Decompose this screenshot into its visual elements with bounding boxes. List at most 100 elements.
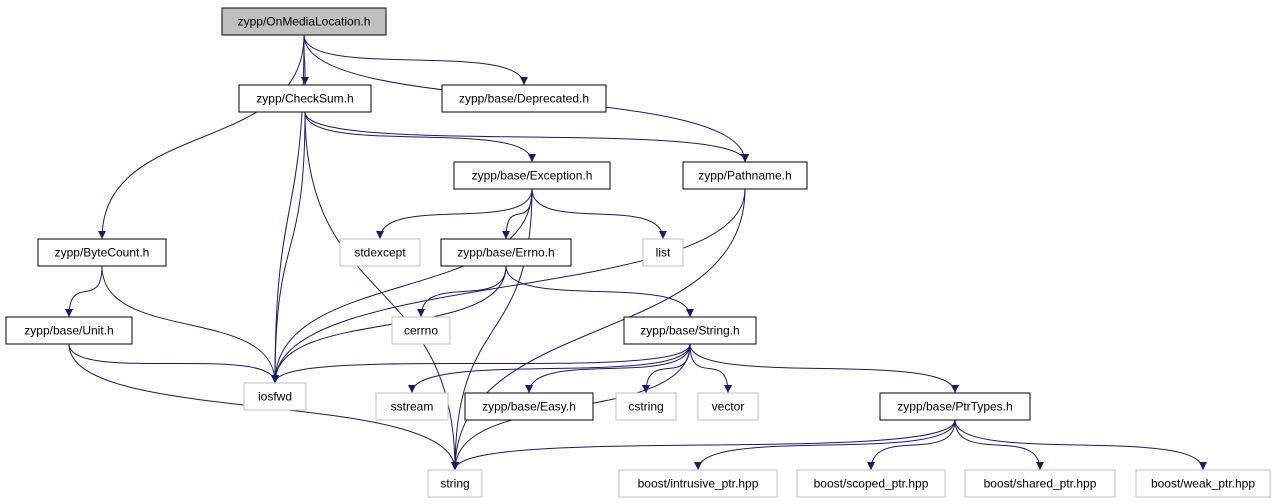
node-box xyxy=(618,469,778,498)
edge-zypp-base-string-h-to-zypp-base-ptrtypes-h xyxy=(689,343,959,394)
edge-zypp-base-errno-h-to-cerrno xyxy=(417,265,507,318)
node-stdexcept: stdexcept xyxy=(339,238,421,267)
node-zypp-base-ptrtypes-h[interactable]: zypp/base/PtrTypes.h xyxy=(879,392,1031,421)
node-box xyxy=(964,469,1116,498)
edge-zypp-base-unit-h-to-iosfwd xyxy=(68,343,279,384)
node-cstring: cstring xyxy=(615,392,677,421)
node-list: list xyxy=(642,238,684,267)
edge-zypp-base-ptrtypes-h-to-boost-intrusive-ptr-hpp xyxy=(694,419,956,471)
edge-zypp-checksum-h-to-zypp-pathname-h xyxy=(304,111,749,163)
node-zypp-base-exception-h[interactable]: zypp/base/Exception.h xyxy=(453,161,611,190)
node-zypp-pathname-h[interactable]: zypp/Pathname.h xyxy=(682,161,808,190)
node-label: zypp/base/Unit.h xyxy=(24,324,113,338)
node-label: zypp/base/Easy.h xyxy=(482,400,576,414)
edge-zypp-base-exception-h-to-list xyxy=(531,188,667,240)
node-label: stdexcept xyxy=(354,246,406,260)
node-label: boost/shared_ptr.hpp xyxy=(984,477,1097,491)
node-zypp-bytecount-h[interactable]: zypp/ByteCount.h xyxy=(37,238,167,267)
node-label: zypp/Pathname.h xyxy=(698,169,791,183)
edge-zypp-bytecount-h-to-iosfwd xyxy=(101,265,279,384)
node-cerrno: cerrno xyxy=(391,316,451,345)
node-label: zypp/base/PtrTypes.h xyxy=(897,400,1012,414)
edge-zypp-checksum-h-to-iosfwd xyxy=(271,111,306,384)
node-label: iosfwd xyxy=(258,390,292,404)
edge-zypp-base-string-h-to-sstream xyxy=(408,343,691,394)
node-label: zypp/base/Deprecated.h xyxy=(459,92,589,106)
node-label: boost/intrusive_ptr.hpp xyxy=(638,477,759,491)
edge-zypp-onmedialocation-h-to-zypp-base-deprecated-h xyxy=(303,34,528,86)
edge-zypp-base-string-h-to-vector xyxy=(689,343,732,394)
edge-zypp-base-string-h-to-cstring xyxy=(642,343,691,394)
node-box xyxy=(5,316,133,345)
node-zypp-base-easy-h[interactable]: zypp/base/Easy.h xyxy=(464,392,594,421)
node-boost-intrusive-ptr-hpp: boost/intrusive_ptr.hpp xyxy=(618,469,778,498)
node-label: zypp/ByteCount.h xyxy=(55,246,150,260)
node-label: zypp/base/Errno.h xyxy=(457,246,554,260)
node-box xyxy=(37,238,167,267)
node-vector: vector xyxy=(697,392,759,421)
node-box xyxy=(453,161,611,190)
edge-zypp-base-exception-h-to-string xyxy=(451,188,533,471)
node-zypp-base-unit-h[interactable]: zypp/base/Unit.h xyxy=(5,316,133,345)
node-box xyxy=(879,392,1031,421)
node-boost-weak-ptr-hpp: boost/weak_ptr.hpp xyxy=(1135,469,1271,498)
node-box xyxy=(238,84,372,113)
edge-zypp-onmedialocation-h-to-zypp-bytecount-h xyxy=(98,34,305,240)
node-box xyxy=(623,316,757,345)
node-iosfwd: iosfwd xyxy=(243,382,307,411)
node-box xyxy=(243,382,307,411)
node-label: boost/weak_ptr.hpp xyxy=(1151,477,1255,491)
node-box xyxy=(682,161,808,190)
node-boost-shared-ptr-hpp: boost/shared_ptr.hpp xyxy=(964,469,1116,498)
node-label: zypp/CheckSum.h xyxy=(256,92,353,106)
edge-zypp-base-ptrtypes-h-to-boost-scoped-ptr-hpp xyxy=(867,419,956,471)
node-string: string xyxy=(427,469,483,498)
node-box xyxy=(1135,469,1271,498)
node-zypp-base-deprecated-h[interactable]: zypp/base/Deprecated.h xyxy=(441,84,607,113)
node-box xyxy=(221,7,387,36)
edge-zypp-base-string-h-to-iosfwd xyxy=(271,343,691,384)
node-box xyxy=(339,238,421,267)
edge-zypp-base-exception-h-to-iosfwd xyxy=(271,188,533,384)
node-box xyxy=(697,392,759,421)
node-label: zypp/base/String.h xyxy=(640,324,739,338)
node-zypp-base-errno-h[interactable]: zypp/base/Errno.h xyxy=(440,238,572,267)
node-box xyxy=(615,392,677,421)
node-box xyxy=(464,392,594,421)
node-box xyxy=(375,392,449,421)
node-boost-scoped-ptr-hpp: boost/scoped_ptr.hpp xyxy=(796,469,946,498)
node-box xyxy=(796,469,946,498)
nodes: zypp/OnMediaLocation.h zypp/ByteCount.h io… xyxy=(5,7,1271,498)
node-label: vector xyxy=(712,400,745,414)
node-label: zypp/base/Exception.h xyxy=(472,169,593,183)
node-box xyxy=(441,84,607,113)
node-zypp-base-string-h[interactable]: zypp/base/String.h xyxy=(623,316,757,345)
node-label: zypp/OnMediaLocation.h xyxy=(238,15,371,29)
node-label: list xyxy=(656,246,671,260)
node-sstream: sstream xyxy=(375,392,449,421)
edge-zypp-checksum-h-to-zypp-base-exception-h xyxy=(304,111,536,163)
node-label: boost/scoped_ptr.hpp xyxy=(814,477,929,491)
node-box xyxy=(642,238,684,267)
edge-zypp-bytecount-h-to-zypp-base-unit-h xyxy=(65,265,103,318)
node-box xyxy=(391,316,451,345)
node-zypp-checksum-h[interactable]: zypp/CheckSum.h xyxy=(238,84,372,113)
edge-zypp-onmedialocation-h-to-zypp-checksum-h xyxy=(300,34,309,86)
edge-zypp-base-ptrtypes-h-to-boost-weak-ptr-hpp xyxy=(954,419,1207,471)
node-zypp-onmedialocation-h[interactable]: zypp/OnMediaLocation.h xyxy=(221,7,387,36)
edge-zypp-base-exception-h-to-stdexcept xyxy=(376,188,533,240)
edge-zypp-base-ptrtypes-h-to-boost-shared-ptr-hpp xyxy=(954,419,1044,471)
edge-zypp-base-errno-h-to-iosfwd xyxy=(271,265,507,384)
edge-zypp-base-ptrtypes-h-to-string xyxy=(451,419,956,471)
node-label: cerrno xyxy=(404,324,438,338)
edge-zypp-base-errno-h-to-zypp-base-string-h xyxy=(505,265,694,318)
edge-zypp-pathname-h-to-iosfwd xyxy=(271,188,746,384)
node-box xyxy=(427,469,483,498)
node-label: sstream xyxy=(391,400,434,414)
node-box xyxy=(440,238,572,267)
edge-zypp-base-string-h-to-zypp-base-easy-h xyxy=(525,343,691,394)
node-label: cstring xyxy=(628,400,663,414)
edge-zypp-base-exception-h-to-zypp-base-errno-h xyxy=(502,188,533,240)
node-label: string xyxy=(440,477,469,491)
